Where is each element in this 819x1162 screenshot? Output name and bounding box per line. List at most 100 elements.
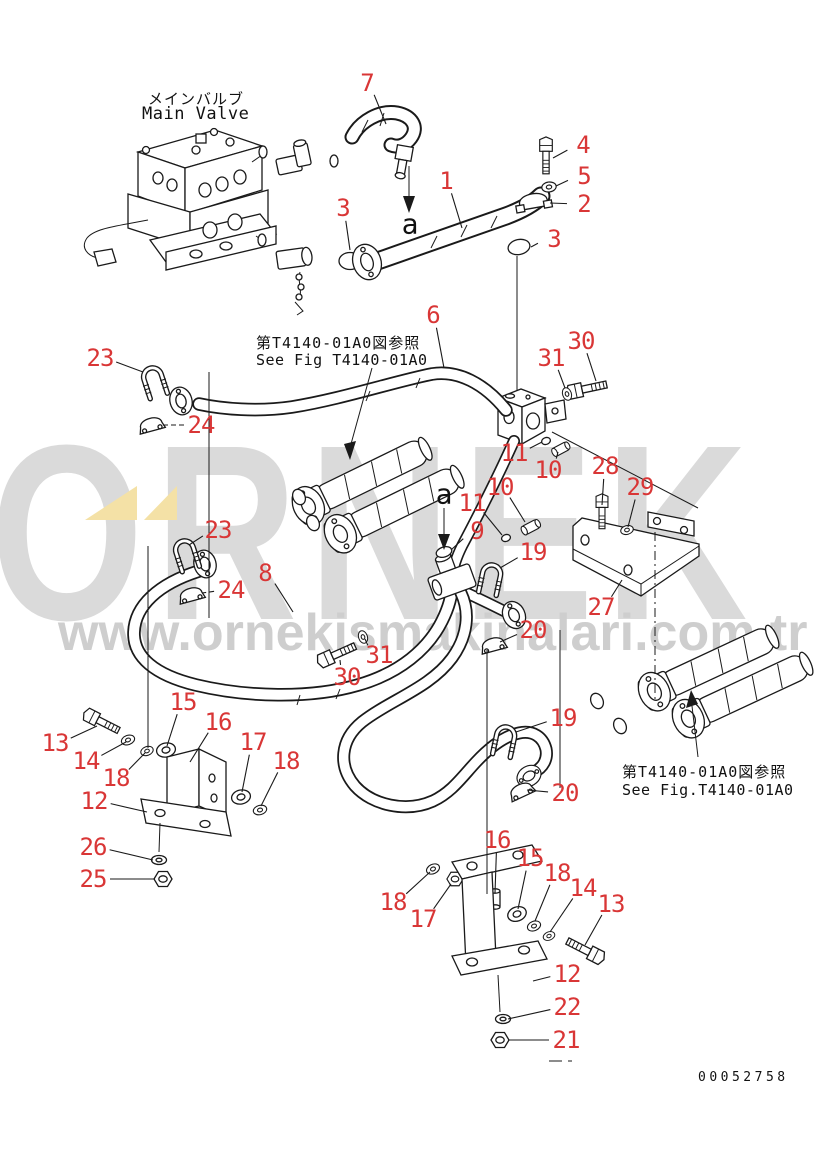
leader-line — [515, 721, 547, 733]
main-valve-label-en: Main Valve — [142, 104, 250, 124]
callout-label: 23 — [204, 516, 233, 544]
see-fig-right-jp: 第T4140-01A0図参照 — [622, 763, 787, 781]
leader-line — [584, 914, 603, 946]
leader-line — [70, 725, 98, 739]
main-valve-illustration — [83, 127, 278, 271]
callout-label: 13 — [597, 890, 626, 918]
leader-line — [555, 451, 559, 459]
leader-line — [241, 754, 250, 793]
callout-label: 28 — [591, 452, 620, 480]
flow-direction-letter: a — [435, 477, 453, 511]
part-number: 00052758 — [698, 1070, 789, 1085]
callout-label: 10 — [534, 456, 563, 484]
callout-label: 15 — [516, 844, 545, 872]
leader-line — [499, 633, 518, 643]
bracket-12-left — [140, 747, 232, 853]
callout-label: 26 — [79, 833, 108, 861]
leader-line — [109, 849, 154, 861]
callout-label: 13 — [41, 729, 70, 757]
callout-label: 11 — [500, 439, 529, 467]
leader-line — [530, 242, 539, 248]
washer-26 — [150, 854, 168, 866]
leader-line — [549, 202, 568, 205]
leader-line — [499, 557, 518, 569]
flow-direction-letter: a — [401, 207, 419, 241]
leader-line — [339, 659, 342, 666]
leader-line — [188, 535, 204, 546]
see-fig-right-en: See Fig.T4140-01A0 — [622, 781, 794, 799]
leader-line — [529, 441, 543, 449]
hose-7 — [344, 105, 422, 180]
callout-label: 20 — [551, 779, 580, 807]
callout-label: 31 — [537, 344, 566, 372]
o-ring — [258, 145, 268, 159]
callout-label: 17 — [409, 905, 438, 933]
callout-label: 18 — [543, 859, 572, 887]
leader-line — [450, 193, 463, 229]
flow-arrow-top — [403, 166, 415, 213]
callout-label: 18 — [102, 764, 131, 792]
callout-label: 30 — [333, 663, 362, 691]
callout-label: 8 — [258, 559, 272, 587]
leader-line — [586, 353, 597, 382]
leader-line — [483, 512, 503, 536]
leader-line — [509, 497, 526, 523]
callout-label: 23 — [86, 344, 115, 372]
callout-label: 12 — [80, 787, 109, 815]
callout-label: 18 — [272, 747, 301, 775]
callout-label: 29 — [626, 473, 655, 501]
callout-label: 30 — [567, 327, 596, 355]
leader-line — [166, 714, 178, 747]
leader-line — [373, 94, 387, 125]
callout-label: 12 — [553, 960, 582, 988]
leader-line — [450, 538, 464, 551]
leader-line — [201, 590, 215, 594]
callout-label: 24 — [187, 411, 216, 439]
leader-line — [555, 179, 569, 187]
leader-line — [128, 752, 146, 770]
pipe-8 — [127, 546, 459, 706]
leader-line — [405, 871, 431, 895]
leader-line — [494, 852, 497, 894]
callout-label: 14 — [72, 747, 101, 775]
leader-line — [532, 976, 551, 982]
callout-label: 17 — [239, 728, 268, 756]
callout-label: 9 — [470, 517, 484, 545]
callout-label: 19 — [549, 704, 578, 732]
leader-line — [627, 499, 636, 528]
callout-label: 7 — [360, 69, 374, 97]
leader-line — [101, 741, 127, 756]
callout-label: 15 — [169, 688, 198, 716]
hose-clamp-2 — [515, 192, 554, 214]
leader-line — [507, 1009, 551, 1020]
o-ring — [329, 154, 339, 168]
callout-label: 14 — [569, 874, 598, 902]
elbow-fitting-lower — [275, 246, 313, 316]
o-ring — [589, 692, 605, 710]
callout-label: 10 — [486, 473, 515, 501]
leader-line — [345, 220, 351, 251]
callout-label: 31 — [365, 641, 394, 669]
leader-line — [552, 149, 568, 159]
callout-label: 21 — [552, 1026, 581, 1054]
leader-line — [601, 478, 605, 506]
callout-label: 1 — [439, 167, 453, 195]
callout-label: 25 — [79, 865, 108, 893]
leader-line — [364, 638, 369, 646]
callout-label: 2 — [577, 190, 591, 218]
leader-line — [274, 583, 294, 613]
o-ring — [305, 514, 321, 532]
see-fig-top-en: See Fig T4140-01A0 — [256, 351, 428, 369]
see-fig-top-jp: 第T4140-01A0図参照 — [256, 334, 421, 352]
callout-label: 16 — [483, 826, 512, 854]
o-ring — [257, 233, 267, 247]
leader-line — [526, 789, 549, 793]
callout-label: 20 — [519, 616, 548, 644]
bracket-12-bottom — [450, 844, 548, 1013]
bracket-27 — [572, 511, 700, 597]
leader-line — [557, 369, 566, 389]
callout-label: 18 — [379, 888, 408, 916]
